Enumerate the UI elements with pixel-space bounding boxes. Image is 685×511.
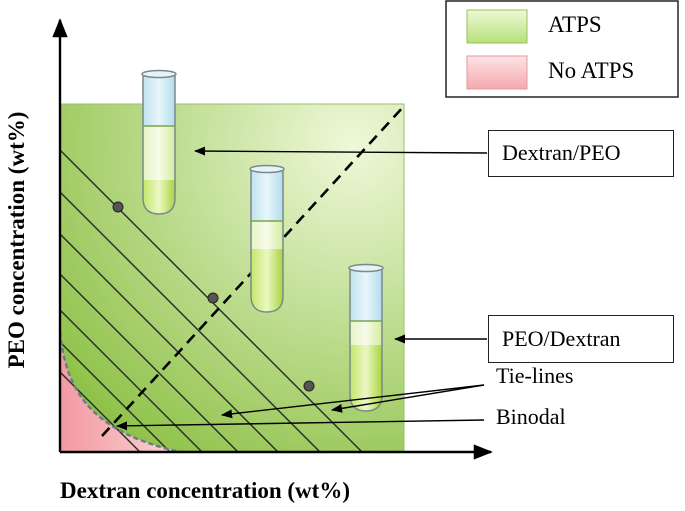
legend-label-no-atps: No ATPS — [548, 58, 635, 83]
tie-lines-arrow-1 — [220, 384, 485, 419]
tie-line — [60, 341, 171, 452]
tie-line-point — [303, 380, 315, 392]
binodal-label: Binodal — [496, 404, 566, 429]
binodal-curve — [58, 331, 181, 454]
callout-arrows — [115, 146, 488, 431]
legend — [445, 0, 679, 98]
axes — [52, 18, 493, 460]
binodal-arrow — [115, 419, 485, 431]
tie-line — [60, 233, 279, 452]
test-tube-2 — [249, 164, 285, 313]
atps-region — [59, 103, 405, 453]
no-atps-region — [60, 332, 180, 452]
legend-swatch-no-atps — [466, 55, 528, 90]
tie-line-point — [207, 292, 219, 304]
tie-line — [60, 309, 203, 452]
peo-dextran-label: PEO/Dextran — [502, 326, 621, 351]
legend-label-atps: ATPS — [548, 12, 602, 37]
dextran-peo-label: Dextran/PEO — [502, 140, 621, 165]
legend-swatch-atps — [466, 9, 528, 44]
dextran-peo-arrow — [193, 146, 488, 156]
tie-line-point — [112, 201, 124, 213]
x-axis-label: Dextran concentration (wt%) — [60, 478, 350, 503]
tie-line — [60, 371, 141, 452]
test-tube-3 — [348, 263, 384, 412]
peo-dextran-box: PEO/Dextran — [488, 315, 674, 363]
test-tube-1 — [141, 69, 177, 215]
tie-lines-arrow-2 — [330, 384, 485, 413]
dextran-peo-box: Dextran/PEO — [488, 130, 674, 177]
y-axis-label: PEO concentration (wt%) — [4, 111, 29, 369]
tie-lines-label: Tie-lines — [496, 363, 574, 388]
tie-line — [60, 273, 239, 452]
